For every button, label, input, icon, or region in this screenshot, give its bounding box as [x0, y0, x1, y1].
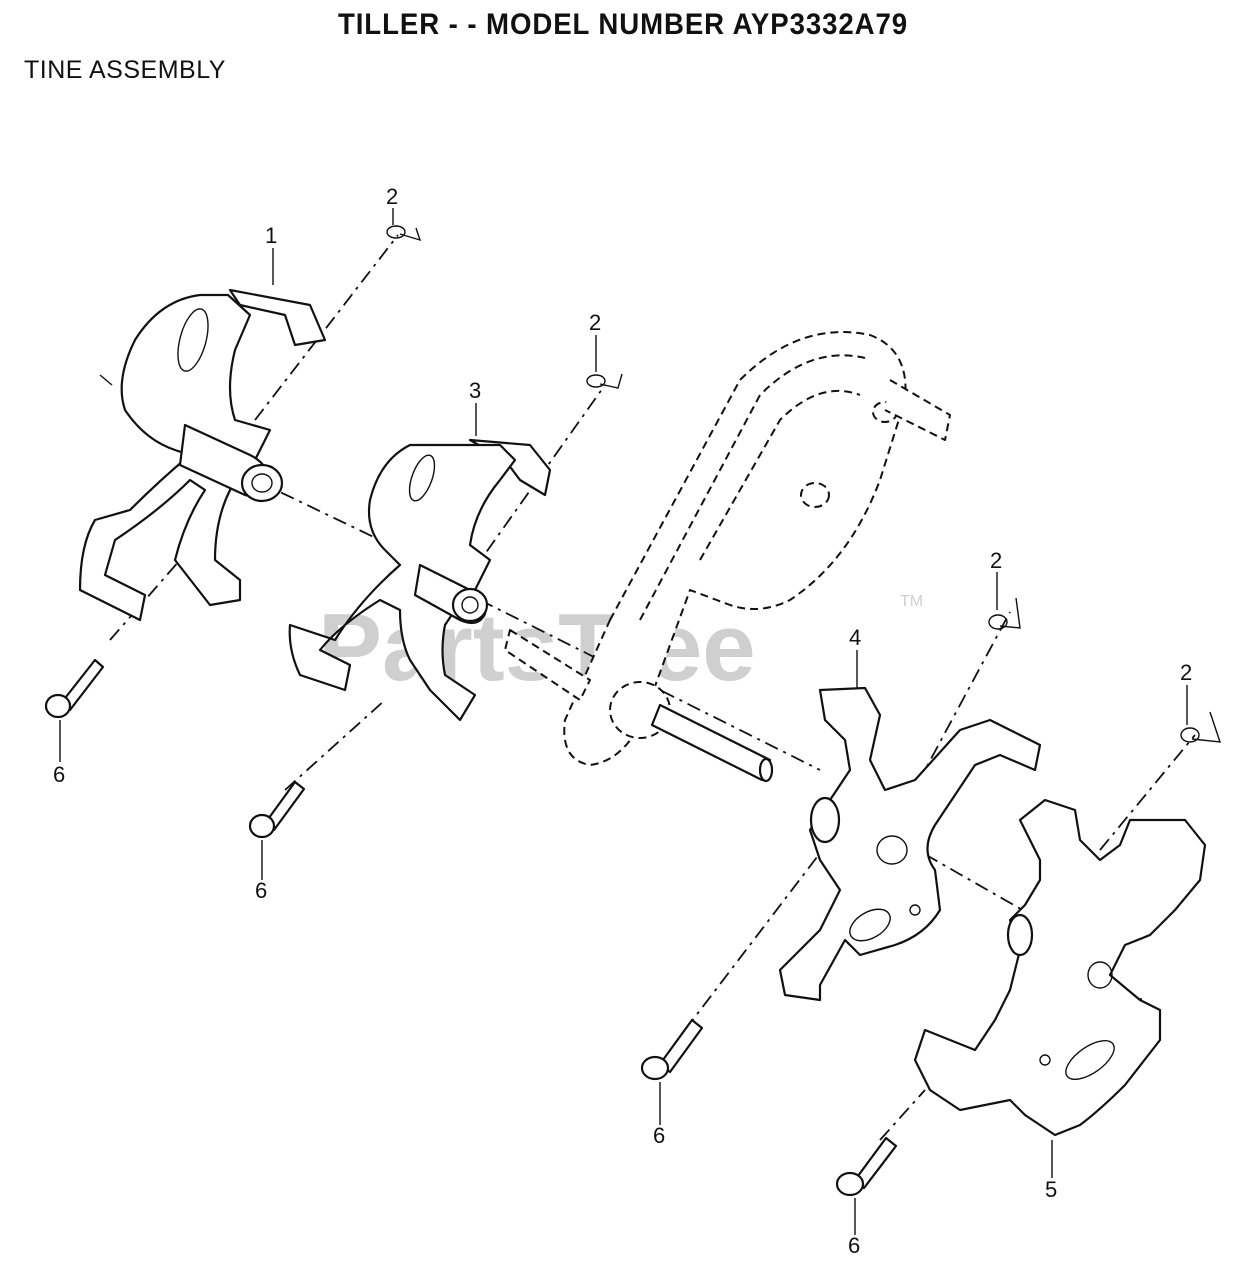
hairpin-clip-2d: [1180, 711, 1222, 743]
callout-6b: 6: [255, 878, 267, 903]
assembly-subtitle: TINE ASSEMBLY: [24, 56, 226, 84]
hairpin-clip-2b: [586, 373, 623, 389]
callout-1: 1: [265, 223, 277, 248]
hairpin-clip-2c: [988, 597, 1021, 630]
tiller-gearbox-phantom: [504, 331, 951, 766]
clevis-pin-6d: [835, 1136, 898, 1197]
callout-6a: 6: [53, 762, 65, 787]
callout-4: 4: [849, 625, 861, 650]
callout-3: 3: [469, 378, 481, 403]
callout-5: 5: [1045, 1177, 1057, 1202]
callout-6d: 6: [848, 1233, 860, 1258]
watermark-tm: TM: [900, 593, 923, 610]
callout-2a: 2: [386, 184, 398, 209]
callout-2d: 2: [1180, 660, 1192, 685]
leader-lines: [59, 208, 1188, 1235]
diagram-title: TILLER - - MODEL NUMBER AYP3332A79: [337, 8, 909, 41]
tine-part-1: [78, 288, 327, 622]
tine-part-3: [288, 438, 552, 722]
hairpin-clip-2a: [386, 225, 422, 242]
clevis-pin-6c: [640, 1018, 704, 1081]
tine-part-4: [778, 686, 1042, 1002]
tine-part-5: [913, 798, 1207, 1137]
callout-2b: 2: [589, 310, 601, 335]
clevis-pin-6a: [44, 658, 105, 719]
callout-2c: 2: [990, 548, 1002, 573]
callout-6c: 6: [653, 1123, 665, 1148]
clevis-pin-6b: [248, 780, 306, 839]
axle-shaft: [650, 703, 774, 783]
